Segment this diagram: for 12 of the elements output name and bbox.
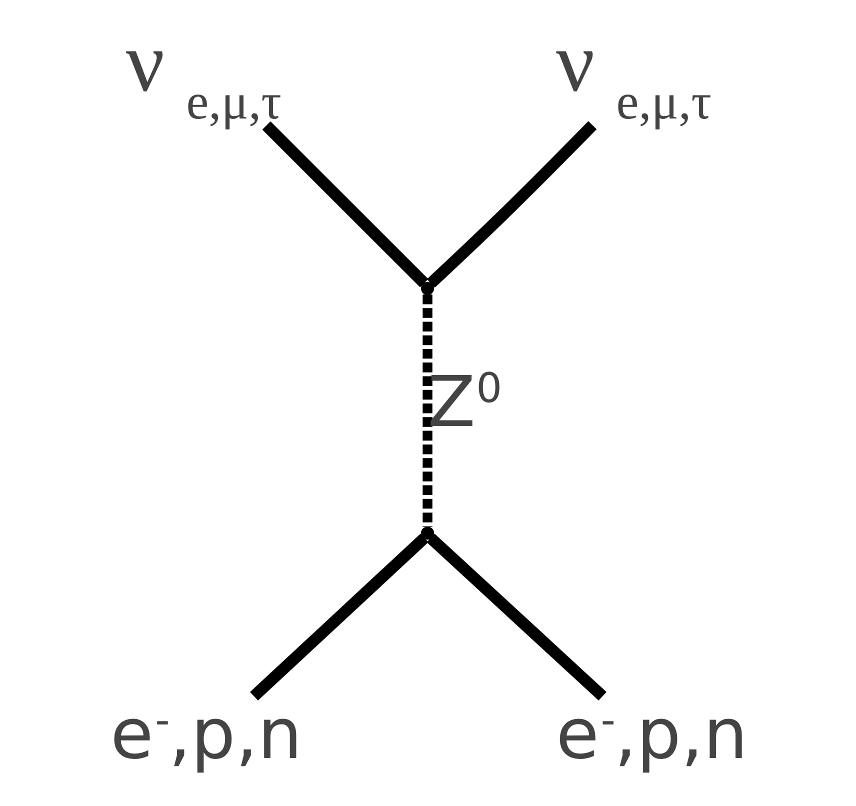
node-text: e$^{-}$,p,n	[110, 693, 302, 776]
edge-label: Z$^{0}$	[427, 360, 502, 443]
node-point	[420, 526, 434, 540]
connector	[250, 534, 428, 701]
node-point	[420, 282, 434, 295]
connector	[426, 534, 606, 701]
connector	[262, 121, 428, 288]
connector	[422, 294, 432, 527]
node-text: ν$_{e,μ,τ}$	[555, 14, 711, 130]
node-text: e$^{-}$,p,n	[555, 693, 748, 776]
node-text: ν$_{e,μ,τ}$	[125, 14, 281, 130]
connector	[426, 121, 596, 288]
